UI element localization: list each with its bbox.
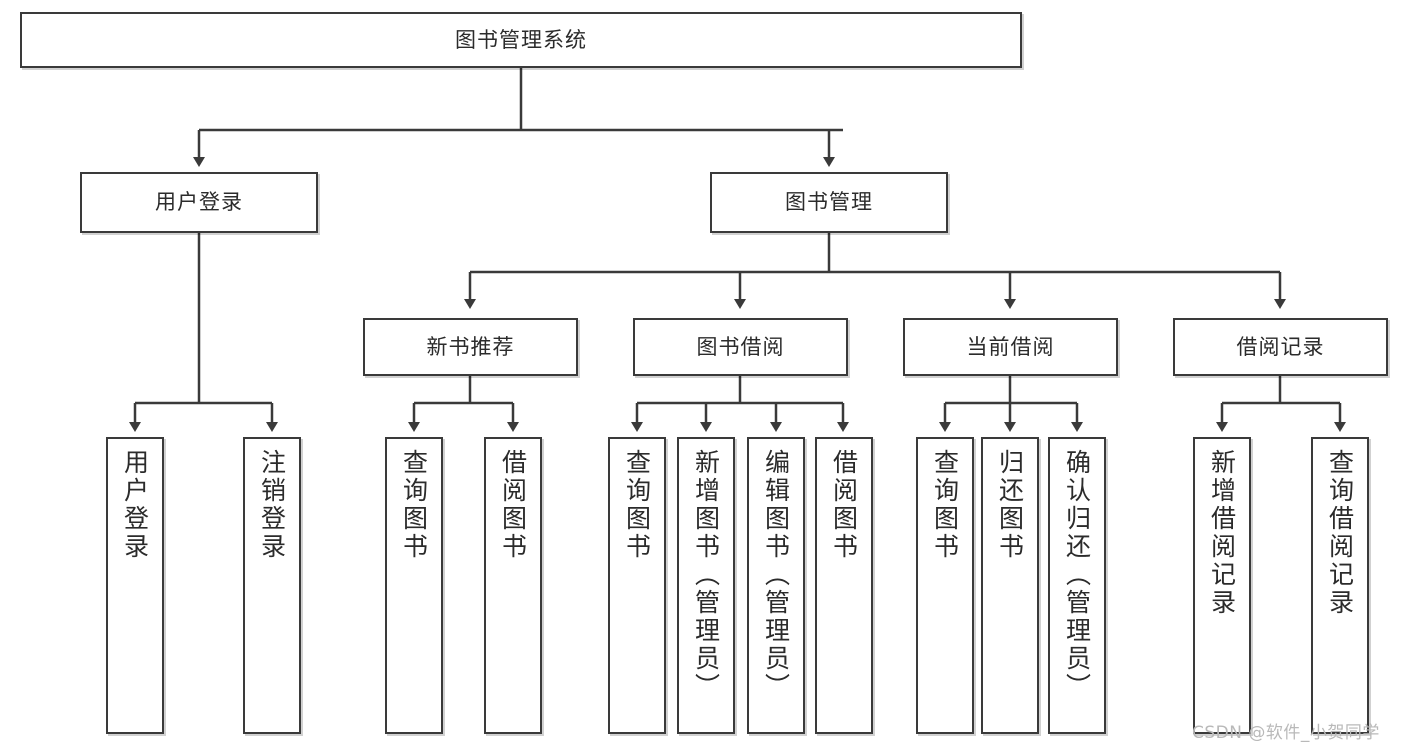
node-root-book-management-system[interactable]: 图书管理系统 <box>20 12 1022 68</box>
csdn-watermark: CSDN @软件_小贺同学 <box>1192 723 1380 743</box>
node-new-book-recommend-label: 新书推荐 <box>426 334 515 359</box>
leaf-current-borrow-return-label: 归还图书 <box>995 449 1025 561</box>
node-current-borrow-label: 当前借阅 <box>966 334 1055 359</box>
node-current-borrow[interactable]: 当前借阅 <box>903 318 1118 376</box>
leaf-new-book-query[interactable]: 查询图书 <box>385 437 443 734</box>
leaf-book-borrow-borrow[interactable]: 借阅图书 <box>815 437 873 734</box>
node-user-login[interactable]: 用户登录 <box>80 172 318 233</box>
leaf-user-login[interactable]: 用户登录 <box>106 437 164 734</box>
leaf-book-borrow-edit-label: 编辑图书（管理员） <box>761 449 791 701</box>
node-user-login-label: 用户登录 <box>155 190 243 215</box>
node-new-book-recommend[interactable]: 新书推荐 <box>363 318 578 376</box>
leaf-book-borrow-borrow-label: 借阅图书 <box>829 449 859 561</box>
leaf-book-borrow-edit[interactable]: 编辑图书（管理员） <box>747 437 805 734</box>
leaf-current-borrow-confirm[interactable]: 确认归还（管理员） <box>1048 437 1106 734</box>
leaf-user-login-label: 用户登录 <box>120 449 150 561</box>
node-book-management-label: 图书管理 <box>785 190 873 215</box>
leaf-borrow-record-add[interactable]: 新增借阅记录 <box>1193 437 1251 734</box>
leaf-book-borrow-query-label: 查询图书 <box>622 449 652 561</box>
leaf-current-borrow-query[interactable]: 查询图书 <box>916 437 974 734</box>
leaf-current-borrow-query-label: 查询图书 <box>930 449 960 561</box>
node-book-management[interactable]: 图书管理 <box>710 172 948 233</box>
leaf-new-book-borrow[interactable]: 借阅图书 <box>484 437 542 734</box>
leaf-logout-label: 注销登录 <box>257 449 287 561</box>
leaf-borrow-record-add-label: 新增借阅记录 <box>1207 449 1237 617</box>
node-borrow-record-label: 借阅记录 <box>1236 334 1325 359</box>
leaf-current-borrow-return[interactable]: 归还图书 <box>981 437 1039 734</box>
node-borrow-record[interactable]: 借阅记录 <box>1173 318 1388 376</box>
node-book-borrow[interactable]: 图书借阅 <box>633 318 848 376</box>
leaf-book-borrow-query[interactable]: 查询图书 <box>608 437 666 734</box>
leaf-new-book-query-label: 查询图书 <box>399 449 429 561</box>
leaf-new-book-borrow-label: 借阅图书 <box>498 449 528 561</box>
leaf-logout[interactable]: 注销登录 <box>243 437 301 734</box>
leaf-borrow-record-query-label: 查询借阅记录 <box>1325 449 1355 617</box>
leaf-current-borrow-confirm-label: 确认归还（管理员） <box>1062 449 1092 701</box>
node-book-borrow-label: 图书借阅 <box>696 334 785 359</box>
leaf-borrow-record-query[interactable]: 查询借阅记录 <box>1311 437 1369 734</box>
leaf-book-borrow-add[interactable]: 新增图书（管理员） <box>677 437 735 734</box>
leaf-book-borrow-add-label: 新增图书（管理员） <box>691 449 721 701</box>
node-root-label: 图书管理系统 <box>455 27 587 52</box>
